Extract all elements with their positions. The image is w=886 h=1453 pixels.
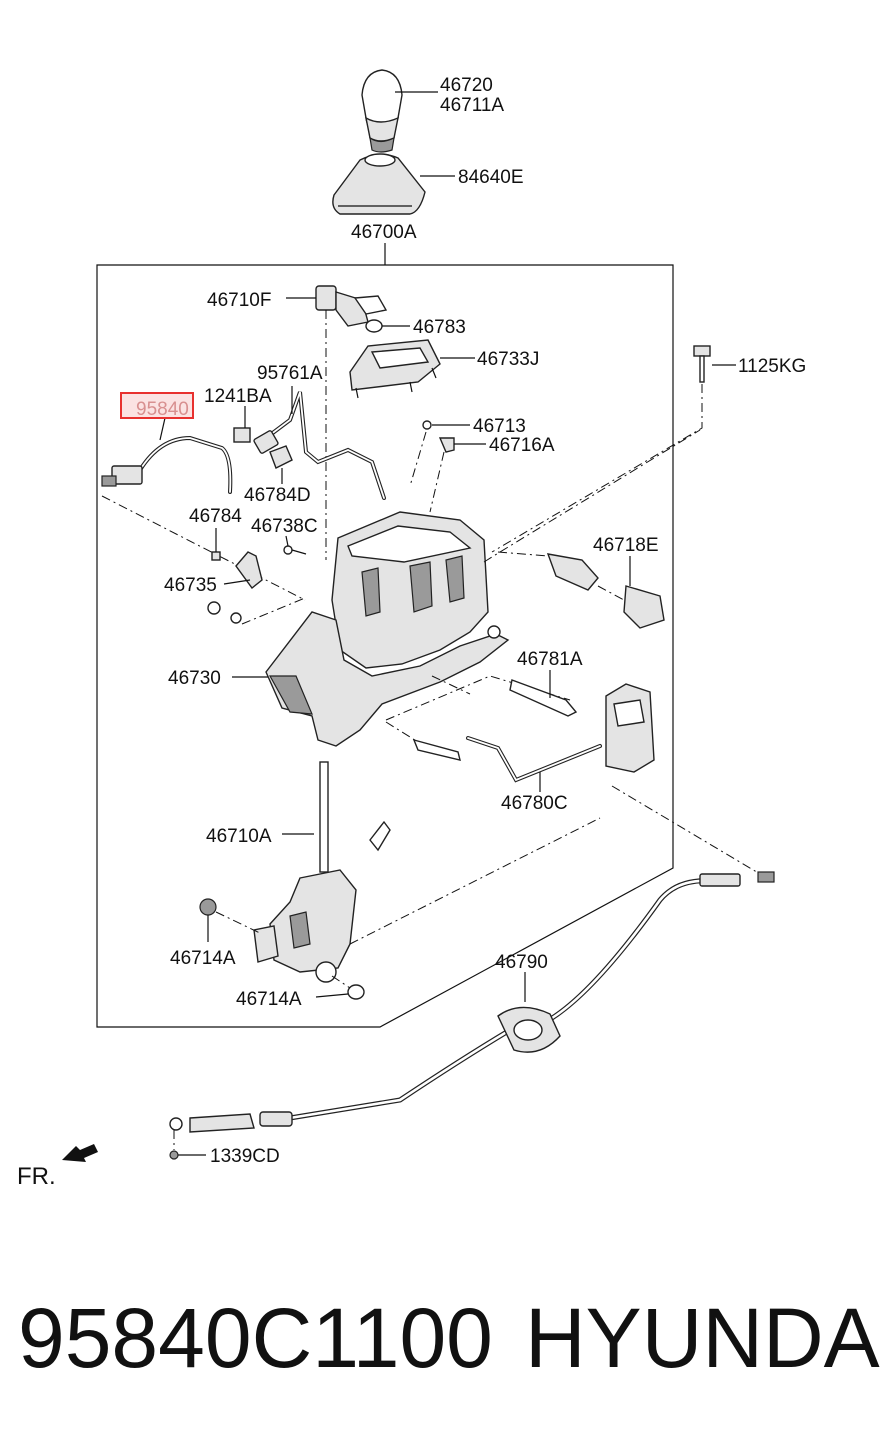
label-95761A: 95761A <box>257 363 323 384</box>
label-46710F: 46710F <box>207 290 271 311</box>
solenoid-46710F <box>315 285 388 327</box>
nut-1339CD <box>169 1150 179 1160</box>
label-46730: 46730 <box>168 668 221 689</box>
screw-46738C <box>283 545 293 555</box>
label-46784: 46784 <box>189 506 242 527</box>
label-1125KG: 1125KG <box>738 356 806 377</box>
indicator-46733J <box>349 339 441 399</box>
label-46700A: 46700A <box>351 222 417 243</box>
lever-46735 <box>207 551 263 624</box>
label-46790: 46790 <box>495 952 548 973</box>
leader-95840 <box>159 417 166 441</box>
ring-46783 <box>365 319 383 333</box>
clip-1241BA <box>233 427 251 443</box>
highlight-95840 <box>120 392 194 419</box>
label-46783: 46783 <box>413 317 466 338</box>
lever-base-46710A <box>253 761 391 983</box>
nut-46714A-lower <box>347 984 365 1000</box>
clip-46784 <box>211 551 221 561</box>
shifter-housing-46730 <box>265 511 510 747</box>
label-46780C: 46780C <box>501 793 568 814</box>
label-46738C: 46738C <box>251 516 318 537</box>
pin-46781A <box>509 679 578 717</box>
label-1241BA: 1241BA <box>204 386 272 407</box>
label-46718E: 46718E <box>593 535 659 556</box>
part-number: 95840C1100 <box>18 1291 493 1385</box>
front-label: FR. <box>17 1163 56 1190</box>
module-46780C <box>605 683 655 773</box>
bolt-1125KG <box>693 345 711 383</box>
label-46710A: 46710A <box>206 826 272 847</box>
shift-knob <box>361 69 403 153</box>
label-46720: 46720 <box>440 75 493 96</box>
label-46713: 46713 <box>473 416 526 437</box>
brand-name: HYUNDAI <box>525 1291 886 1385</box>
label-84640E: 84640E <box>458 167 524 188</box>
assembly-outline <box>96 264 674 1028</box>
harness-95761A <box>253 391 386 500</box>
cable-46780C <box>466 736 602 783</box>
label-46784D: 46784D <box>244 485 311 506</box>
front-arrow-icon <box>62 1144 98 1162</box>
harness-95840 <box>101 435 233 494</box>
label-46711A: 46711A <box>440 95 504 116</box>
label-1339CD: 1339CD <box>210 1146 280 1167</box>
shift-cable-46790 <box>169 871 775 1133</box>
label-46735: 46735 <box>164 575 217 596</box>
label-46781A: 46781A <box>517 649 583 670</box>
clip-46784D <box>269 445 293 469</box>
shift-boot <box>332 153 426 215</box>
label-46714A-lower: 46714A <box>236 989 302 1010</box>
bar-46780C <box>412 738 461 761</box>
pin-46713 <box>422 420 432 430</box>
label-46714A-upper: 46714A <box>170 948 236 969</box>
label-95840: 95840 <box>136 399 189 420</box>
nut-46714A-upper <box>199 898 217 916</box>
sensor-46718E <box>546 553 665 629</box>
label-46733J: 46733J <box>477 349 539 370</box>
clip-46716A <box>438 437 455 453</box>
label-46716A: 46716A <box>489 435 555 456</box>
